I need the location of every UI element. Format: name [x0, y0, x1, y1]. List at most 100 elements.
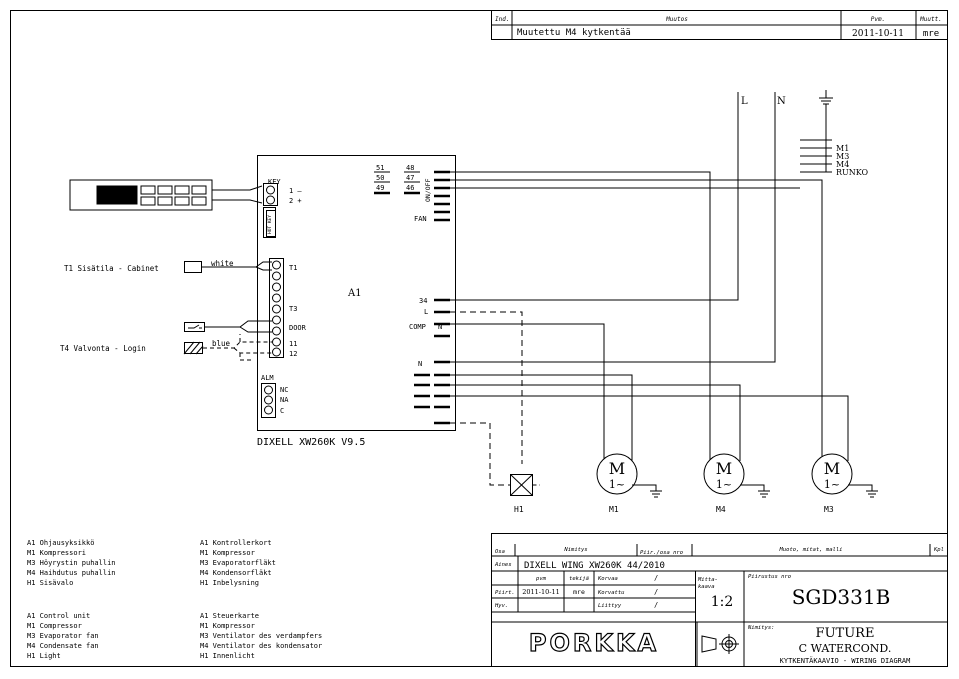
- hot-key-label: HOT KEY: [267, 215, 273, 234]
- alarm-c: C: [280, 407, 284, 415]
- legend-en-m4: M4 Condensate fan: [27, 642, 99, 650]
- legend-en-h1: H1 Light: [27, 652, 61, 660]
- rev-header-pvm: Pvm.: [871, 16, 885, 23]
- ground-label-m4: M4: [836, 160, 849, 169]
- title-block-text: Osa Nimitys Piir./osa nro Muoto, mitat, …: [494, 547, 944, 665]
- relay-L: L: [424, 308, 428, 316]
- sensors: T1 Sisätila - Cabinet white T4 Valvonta …: [60, 259, 272, 361]
- legend-fi-m3: M3 Höyrystin puhallin: [27, 559, 116, 567]
- tb-mittakaava-2: kaava: [698, 584, 715, 590]
- sensor-t4-label: T4 Valvonta - Login: [60, 344, 146, 353]
- tb-scale: 1:2: [711, 594, 734, 610]
- tb-korvattu: Korvattu: [597, 590, 625, 596]
- legend-de-a1: A1 Steuerkarte: [200, 612, 259, 620]
- tb-piirt: Piirt.: [495, 590, 515, 596]
- rev-header-muutos: Muutos: [665, 16, 688, 23]
- motor-m1-phase: 1~: [609, 478, 625, 491]
- legend-de-m4: M4 Ventilator des kondensator: [200, 642, 322, 650]
- legend-de-h1: H1 Innenlicht: [200, 652, 255, 660]
- input-12: 12: [289, 350, 297, 358]
- legend-en-m1: M1 Compressor: [27, 622, 82, 630]
- legend-fi-a1: A1 Ohjausyksikkö: [27, 539, 94, 547]
- ground-label-m3: M3: [836, 152, 849, 161]
- tb-aines-value: DIXELL WING XW260K 44/2010: [524, 561, 665, 571]
- tb-korvaa: Korvaa: [597, 576, 618, 582]
- wire-white-label: white: [211, 259, 234, 268]
- motor-m4-phase: 1~: [716, 478, 732, 491]
- supply-L-label: L: [741, 96, 748, 107]
- tb-slash-2: /: [654, 588, 658, 596]
- tb-osa: Osa: [495, 549, 505, 555]
- rev-row-muutt: mre: [923, 29, 939, 39]
- tb-liittyy: Liittyy: [598, 603, 622, 609]
- legend-fi-m1: M1 Kompressori: [27, 549, 86, 557]
- key-pin-2: 2 +: [289, 197, 302, 205]
- legend-sv-m3: M3 Evaporatorfläkt: [200, 559, 276, 567]
- projection-symbol-icon: [701, 634, 739, 654]
- supply: L N M1 M3 M4 RUNKO: [741, 90, 869, 177]
- controller-name: A1: [347, 288, 362, 299]
- legend-en-m3: M3 Evaporator fan: [27, 632, 99, 640]
- ground-icon: [819, 90, 833, 105]
- sensor-t4-icon: [183, 341, 204, 355]
- tb-muoto: Muoto, mitat, malli: [779, 547, 843, 553]
- sensor-t1-icon: [184, 261, 202, 273]
- light-h1: H1: [510, 474, 540, 514]
- tb-nimitys-label: Nimitys:: [747, 625, 775, 631]
- motor-m3-label: M3: [824, 505, 834, 514]
- fan-label: FAN: [414, 215, 427, 223]
- legend-en: A1 Control unit M1 Compressor M3 Evapora…: [27, 612, 99, 660]
- tb-tekija: tekijä: [569, 576, 589, 582]
- display-keyboard: [69, 179, 263, 211]
- controller-model: DIXELL XW260K V9.5: [257, 437, 365, 448]
- key-label: KEY: [268, 178, 281, 186]
- legend-sv-a1: A1 Kontrollerkort: [200, 539, 272, 547]
- num-48: 48: [406, 164, 414, 172]
- supply-N-label: N: [777, 96, 786, 107]
- neutral-label: N: [418, 360, 422, 368]
- legend-sv-m4: M4 Kondensorfläkt: [200, 569, 272, 577]
- tb-nimitys: Nimitys: [563, 547, 587, 553]
- motor-m3-phase: 1~: [824, 478, 840, 491]
- legend-en-a1: A1 Control unit: [27, 612, 90, 620]
- legend-fi-h1: H1 Sisävalo: [27, 579, 73, 587]
- legend-sv-m1: M1 Kompressor: [200, 549, 255, 557]
- rev-header-ind: Ind.: [495, 16, 509, 23]
- motor-m1-symbol: M: [609, 459, 625, 478]
- tb-kpl: Kpl: [933, 547, 944, 553]
- ground-label-runko: RUNKO: [836, 168, 869, 177]
- motor-m3-symbol: M: [824, 459, 840, 478]
- legend-de-m3: M3 Ventilator des verdampfers: [200, 632, 322, 640]
- num-51: 51: [376, 164, 384, 172]
- legend-sv: A1 Kontrollerkort M1 Kompressor M3 Evapo…: [200, 539, 276, 587]
- light-h1-label: H1: [514, 505, 524, 514]
- legend-de: A1 Steuerkarte M1 Kompressor M3 Ventilat…: [200, 612, 322, 660]
- tb-slash-1: /: [654, 574, 658, 582]
- controller-a1: A1 DIXELL XW260K V9.5 KEY 1 – 2 + HOT KE…: [257, 155, 456, 448]
- key-pin-1: 1 –: [289, 187, 302, 195]
- onoff-label: ON/OFF: [424, 178, 432, 202]
- tb-piir-osa-nro: Piir./osa nro: [640, 550, 683, 556]
- tb-company-logo: PORKKA: [529, 629, 659, 657]
- input-t3: T3: [289, 305, 297, 313]
- tb-piirt-by: mre: [573, 588, 585, 596]
- alarm-nc: NC: [280, 386, 288, 394]
- num-46: 46: [406, 184, 414, 192]
- wiring: [450, 92, 849, 486]
- tb-mittakaava-1: Mitta-: [697, 577, 718, 583]
- drawing-frame: [10, 10, 948, 667]
- legend-fi: A1 Ohjausyksikkö M1 Kompressori M3 Höyry…: [27, 539, 116, 587]
- relay-comp: COMP: [409, 323, 426, 331]
- tb-name-3: KYTKENTÄKAAVIO - WIRING DIAGRAM: [780, 656, 911, 665]
- alarm-na: NA: [280, 396, 289, 404]
- input-door: DOOR: [289, 324, 307, 332]
- num-49: 49: [376, 184, 384, 192]
- input-11: 11: [289, 340, 297, 348]
- ground-label-m1: M1: [836, 144, 849, 153]
- legend-sv-h1: H1 Inbelysning: [200, 579, 259, 587]
- relay-N-upper: N: [438, 323, 442, 331]
- motor-m1-label: M1: [609, 505, 619, 514]
- door-switch-icon: [184, 322, 205, 332]
- relay-34: 34: [419, 297, 427, 305]
